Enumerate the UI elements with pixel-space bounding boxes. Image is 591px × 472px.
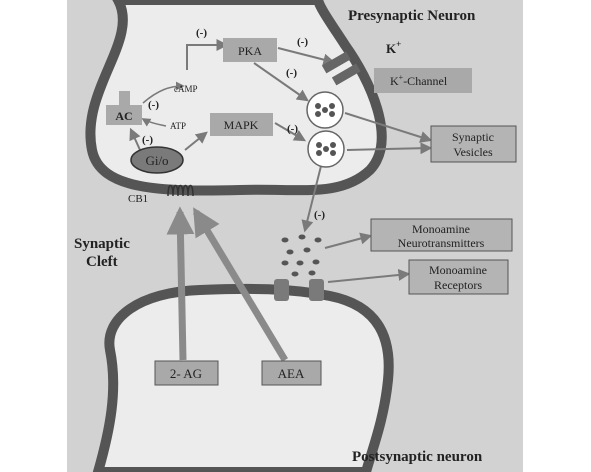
postsynaptic-neuron — [92, 283, 394, 472]
ac-label: AC — [115, 109, 132, 123]
inhibition-camp-to-pka: (-) — [196, 27, 207, 39]
k-channel — [321, 51, 361, 86]
inhibition-pka-to-vesicle: (-) — [286, 67, 297, 79]
callout-line-neurotransmitters — [324, 232, 373, 249]
monoamine-receptor-right — [309, 279, 324, 301]
vesicles-callout-line1: Synaptic — [452, 130, 494, 144]
k-channel-box — [374, 68, 472, 93]
neurotransmitters-callout-line2: Neurotransmitters — [398, 236, 485, 250]
arrow-camp-to-pka — [186, 39, 229, 70]
receptors-callout-line2: Receptors — [434, 278, 482, 292]
mapk-label: MAPK — [224, 118, 259, 132]
receptors-callout-box — [408, 259, 509, 295]
callout-line-vesicles-2 — [346, 142, 433, 155]
two-ag-box — [154, 360, 219, 386]
arrow-pka-to-vesicle — [253, 62, 309, 102]
arrow-mapk-to-vesicle — [274, 122, 307, 142]
postsynaptic-title: Postsynaptic neuron — [352, 449, 483, 465]
inhibition-mapk-to-vesicle: (-) — [287, 123, 298, 135]
cb1-label: CB1 — [128, 193, 148, 205]
inhibition-pka-to-channel: (-) — [297, 36, 308, 48]
atp-label: ATP — [170, 121, 186, 131]
arrow-gio-to-ac — [129, 127, 141, 151]
gio-label: Gi/o — [145, 153, 168, 168]
arrow-2ag-to-cb1 — [166, 206, 195, 361]
receptors-callout-line1: Monoamine — [429, 263, 487, 277]
monoamine-receptor-left — [274, 279, 289, 301]
ac-box — [106, 105, 142, 125]
pka-label: PKA — [238, 44, 262, 58]
aea-label: AEA — [278, 366, 305, 381]
arrow-pka-to-channel — [277, 47, 336, 66]
arrow-atp-to-ac — [141, 118, 167, 127]
arrow-ac-to-camp — [142, 81, 185, 104]
inhibition-release: (-) — [314, 209, 325, 221]
pka-box — [223, 38, 277, 62]
callout-line-receptors — [327, 268, 411, 283]
vesicles-callout-box — [430, 125, 517, 163]
neurotransmitters-callout-box — [370, 218, 513, 252]
mapk-box — [210, 113, 273, 136]
presynaptic-title: Presynaptic Neuron — [348, 8, 476, 24]
synaptic-vesicle-2 — [307, 130, 345, 168]
cb1-receptor — [167, 184, 194, 197]
arrow-gio-to-mapk — [184, 131, 208, 151]
vesicles-callout-line2: Vesicles — [453, 145, 493, 159]
inhibition-ac-camp: (-) — [148, 99, 159, 111]
inhibition-gio-to-ac: (-) — [142, 134, 153, 146]
neurotransmitters-callout-line1: Monoamine — [412, 222, 470, 236]
neurotransmitter-dots — [281, 234, 322, 277]
arrow-aea-to-cb1 — [193, 207, 288, 362]
cleft-title-line1: Synaptic — [74, 236, 130, 252]
gio-protein — [130, 146, 184, 174]
two-ag-label: 2- AG — [170, 366, 202, 381]
k-channel-label: K+-Channel — [390, 73, 448, 88]
synaptic-vesicle-1 — [306, 91, 344, 129]
k-ion-label: K+ — [386, 39, 401, 56]
aea-box — [261, 360, 322, 386]
arrow-vesicle-release — [301, 161, 323, 233]
camp-label: cAMP — [174, 84, 198, 94]
cleft-title-line2: Cleft — [86, 254, 118, 270]
ac-top — [119, 91, 130, 106]
callout-line-vesicles-1 — [344, 112, 433, 143]
